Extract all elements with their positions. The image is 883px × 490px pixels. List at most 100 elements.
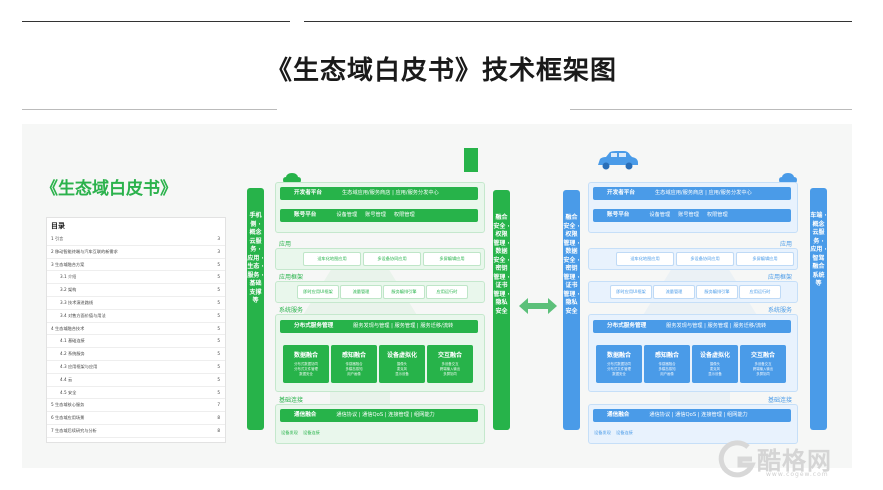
right_side-dist-service-items: 服务发现与管理 | 服务管理 | 服务迁移/流转 [666,323,767,329]
right_side-app-pill: 多屏编辑应用 [736,252,794,266]
left_side-module-line: 显示设备 [395,372,409,376]
left-cloud-icon [283,173,301,183]
right_side-module-title: 交互融合 [750,352,775,359]
watermark-url: www.cogew.com [766,471,829,478]
toc-row-text: 2 移动智能终端与汽车互联的新需求 [51,248,118,254]
toc-row-text: 7 生态域后续研究与分析 [51,427,97,433]
right-cloud-bar: 车端 · 概念云服务 · 应用 · 智驾融合系统等 [810,188,827,430]
left_side-app-pill: 多屏编辑应用 [423,252,481,266]
watermark-logo-icon [718,440,756,478]
right_side-app-pill: 多设备协同应用 [676,252,734,266]
right_side-framework-pill: 流量管理 [653,285,695,299]
left_side-framework-pill: 应用运行时 [426,285,468,299]
left_side-comm-items: 通信协议 | 通信QoS | 连接管理 | 组网能力 [336,412,435,418]
left_side-dist-service-items: 服务发现与管理 | 服务管理 | 服务迁移/流转 [353,323,454,329]
right_side-module-line: 多设备交互 [754,362,772,366]
right_side-module-line: 摄像头 [709,362,721,366]
left_side-module-line: 用户画像 [347,372,361,376]
right_side-module-line: 用户画像 [660,372,674,376]
left_side-module-title: 感知融合 [341,352,366,359]
left_side-module: 设备虚拟化摄像头麦克风显示设备 [379,345,425,383]
right_side-framework-pill: 即时应用UI框架 [610,285,652,299]
left_side-dev-platform: 开发者平台生态域应用/服务商店 | 应用/服务分发中心 [280,187,478,200]
toc-row: 4 生态域融合技术 5 [47,323,225,336]
right_side-module-title: 数据融合 [606,352,631,359]
toc-row-page: 3 [217,248,220,254]
right_side-bottom-item: 设备发现 [594,430,611,435]
left_side-bottom-item: 设备发现 [281,430,298,435]
toc-row-text: 3.1 介绍 [60,274,77,280]
left_side-framework-pill: 流量管理 [340,285,382,299]
toc-row: 2 移动智能终端与汽车互联的新需求 3 [47,246,225,259]
left_side-app-pill: 多设备协同应用 [363,252,421,266]
page-title: 《生态域白皮书》技术框架图 [265,56,617,86]
right_side-framework-pill: 服务编排引擎 [696,285,738,299]
document-title: 《生态域白皮书》 [41,179,177,199]
left_side-module-line: 分布式数据协同 [294,362,318,366]
left_side-module-line: 摄像头 [396,362,408,366]
toc-row-page: 5 [217,338,220,344]
left_side-comm-title: 通信融合 [294,412,317,418]
divider-left [22,109,277,110]
right_side-account-pill: 权限管理 [706,212,728,218]
right_side-app-pill: 适车化地图应用 [616,252,674,266]
left_side-account-pill: 账号管理 [365,212,386,218]
toc-row-page: 5 [217,325,220,331]
toc-row-text: 6 生态域应用场景 [51,415,85,421]
left_side-account-pill: 设备管理 [336,212,358,218]
toc-row-text: 4.1 基础连接 [60,338,85,344]
right_side-module-line: 麦克风 [709,367,721,371]
right_side-module: 设备虚拟化摄像头麦克风显示设备 [692,345,738,383]
right_side-module-line: 传感器融合 [658,362,676,366]
toc-row-page: 5 [217,261,220,267]
toc-row: 4.1 基础连接 5 [47,335,225,349]
left_side-account-title: 账号平台 [294,212,317,218]
right_side-module-line: 分布式数据协同 [607,362,631,366]
left_side-dist-service-title: 分布式服务管理 [294,323,334,329]
left_side-bottom-item: 设备连接 [303,430,320,435]
right_side-module: 交互融合多设备交互跨端输入输出多屏协同 [740,345,786,383]
right_side-dist-service-title: 分布式服务管理 [607,323,647,329]
left_side-app-label: 应用 [279,241,292,248]
left_side-sysservice-label: 系统服务 [279,307,304,314]
toc-row-text: 4.4 云 [60,376,73,382]
toc-row-text: 3.3 技术演进路线 [60,299,94,305]
right_side-account-pill: 设备管理 [649,212,671,218]
right-security-bar: 融合安全 · 权限管理 · 数据安全 · 密钥管理 · 证书管理 · 隐私安全 [563,190,580,430]
divider-right [570,109,852,110]
toc-row-page: 8 [217,415,220,421]
toc-row-page: 5 [217,389,220,395]
right_side-module-title: 设备虚拟化 [699,352,730,359]
left_side-framework-pill: 服务编排引擎 [383,285,425,299]
left_side-app-pill: 适车化地图应用 [303,252,361,266]
right_side-module-line: 数据安全 [612,372,626,376]
right_side-framework-pill: 应用运行时 [739,285,781,299]
top-rule-right [304,21,852,22]
toc-row: 6 生态域应用场景 8 [47,412,225,425]
right_side-module-line: 跨端输入输出 [752,367,774,371]
watermark-text: 酷格网 [757,447,832,475]
left_side-module-title: 设备虚拟化 [386,352,417,359]
right_side-comm-title: 通信融合 [607,412,630,418]
left_side-account-platform: 账号平台设备管理账号管理权限管理 [280,209,478,222]
toc-row: 4.5 安全 5 [47,387,225,400]
bidirectional-arrow-icon [519,298,557,314]
toc-row-text: 5 生态域核心服务 [51,402,85,408]
left_side-dev-platform-title: 开发者平台 [294,190,322,196]
right_side-module-line: 多模态感知 [658,367,676,371]
right_side-module-title: 感知融合 [654,352,679,359]
toc-row-text: 4.5 安全 [60,389,77,395]
toc-row-page: 5 [217,299,220,305]
left_side-module-title: 交互融合 [437,352,462,359]
toc-row-text: 4 生态域融合技术 [51,325,85,331]
right_side-dev-platform-items: 生态域应用/服务商店 | 应用/服务分发中心 [654,190,752,196]
left_side-module-line: 多模态感知 [345,367,363,371]
toc-row-text: 3.4 对售方面价值与用法 [60,312,106,318]
